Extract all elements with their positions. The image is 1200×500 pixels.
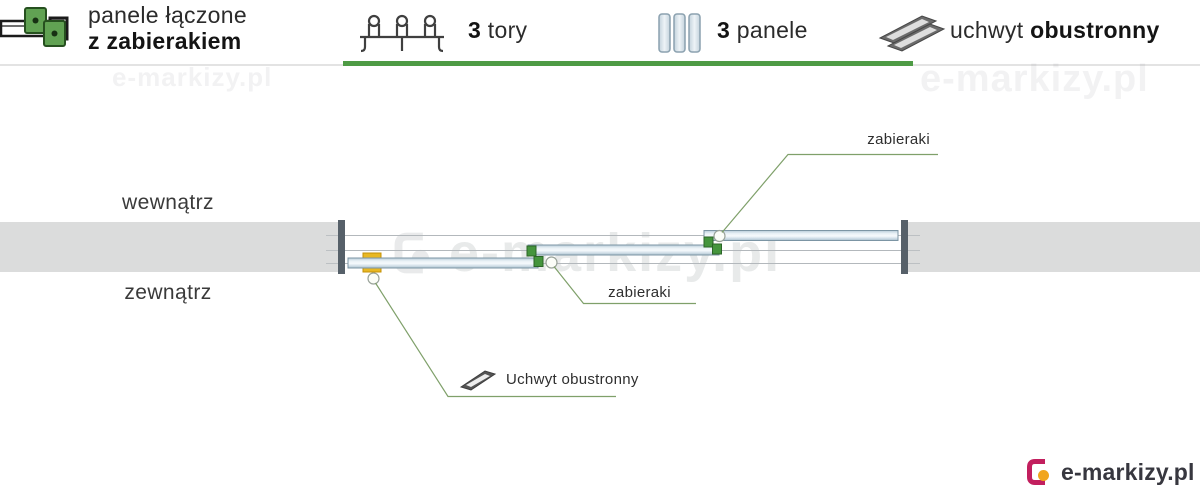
- wall-band-left: [0, 222, 338, 272]
- brand-logo-icon: [1026, 458, 1054, 486]
- panel-inner: [703, 230, 899, 241]
- spec-tracks-label: tory: [487, 17, 528, 43]
- spec-panels-number: 3: [717, 17, 731, 43]
- label-outside: zewnątrz: [124, 281, 212, 304]
- double-sided-handle-icon: [876, 12, 948, 54]
- spec-handle-word: uchwyt: [950, 17, 1024, 43]
- spec-handle-word-bold: obustronny: [1030, 17, 1160, 43]
- label-inside: wewnątrz: [122, 191, 214, 214]
- wall-band-right: [908, 222, 1200, 272]
- handle-small-icon: [459, 367, 497, 392]
- joined-panels-icon: [0, 0, 78, 50]
- panel-outer: [347, 257, 539, 269]
- spec-panels-label: panele: [736, 17, 808, 43]
- panels-icon: [658, 13, 702, 53]
- spec-tracks: 3 tory: [468, 17, 527, 44]
- header-separator-accent: [343, 61, 913, 66]
- callout-handle: Uchwyt obustronny: [459, 367, 639, 392]
- callout-lines: [374, 153, 938, 398]
- page-title: panele łączone z zabierakiem: [88, 2, 247, 54]
- spec-panels: 3 panele: [717, 17, 808, 44]
- callout-anchors: [367, 229, 726, 285]
- spec-tracks-number: 3: [468, 17, 482, 43]
- zabierak-blocks: [526, 236, 722, 267]
- sliding-panels: [347, 230, 899, 269]
- callout-handle-label: Uchwyt obustronny: [506, 371, 639, 388]
- page-title-line2: z zabierakiem: [88, 28, 242, 54]
- panel-middle: [527, 244, 720, 256]
- brand-logo-link[interactable]: e-markizy.pl: [1026, 458, 1195, 486]
- tracks-cross-section-icon: [358, 10, 446, 54]
- frame-post-right: [901, 220, 908, 274]
- page-title-line1: panele łączone: [88, 2, 247, 28]
- callout-zabieraki-middle: zabieraki: [608, 284, 671, 301]
- brand-logo-text: e-markizy.pl: [1061, 458, 1195, 485]
- callout-zabieraki-top: zabieraki: [867, 131, 930, 148]
- spec-handle: uchwyt obustronny: [950, 17, 1160, 44]
- frame-post-left: [338, 220, 345, 274]
